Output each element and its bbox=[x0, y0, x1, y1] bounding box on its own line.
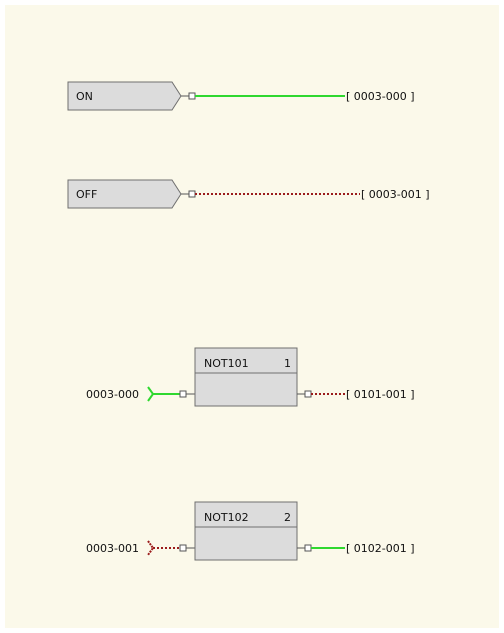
not101-output-terminal[interactable] bbox=[304, 390, 312, 398]
not102-number: 2 bbox=[284, 511, 291, 524]
off-source-output-terminal[interactable] bbox=[188, 190, 196, 198]
not101-input-terminal[interactable] bbox=[179, 390, 187, 398]
not102-name: NOT102 bbox=[204, 511, 249, 524]
not102-output-terminal[interactable] bbox=[304, 544, 312, 552]
not102-input-tag: 0003-001 bbox=[86, 542, 139, 555]
off-source-shape bbox=[67, 179, 182, 209]
not101-name: NOT101 bbox=[204, 357, 249, 370]
not102-input-terminal[interactable] bbox=[179, 544, 187, 552]
on-source-block[interactable]: ON bbox=[67, 81, 196, 111]
not101-input-tag: 0003-000 bbox=[86, 388, 139, 401]
not101-output-tag: [ 0101-001 ] bbox=[346, 388, 415, 401]
off-output-tag: [ 0003-001 ] bbox=[361, 188, 430, 201]
on-source-label: ON bbox=[76, 90, 93, 103]
not101-number: 1 bbox=[284, 357, 291, 370]
on-source-shape bbox=[67, 81, 182, 111]
not102-output-tag: [ 0102-001 ] bbox=[346, 542, 415, 555]
not102-block[interactable]: 0003-001 NOT102 2 [ 0102-001 ] bbox=[86, 501, 415, 561]
off-source-block[interactable]: OFF bbox=[67, 179, 196, 209]
off-source-label: OFF bbox=[76, 188, 97, 201]
on-output-tag: [ 0003-000 ] bbox=[346, 90, 415, 103]
not101-block[interactable]: 0003-000 NOT101 1 [ 0101-001 ] bbox=[86, 347, 415, 407]
not101-body bbox=[194, 347, 298, 407]
not102-body bbox=[194, 501, 298, 561]
on-source-output-terminal[interactable] bbox=[188, 92, 196, 100]
